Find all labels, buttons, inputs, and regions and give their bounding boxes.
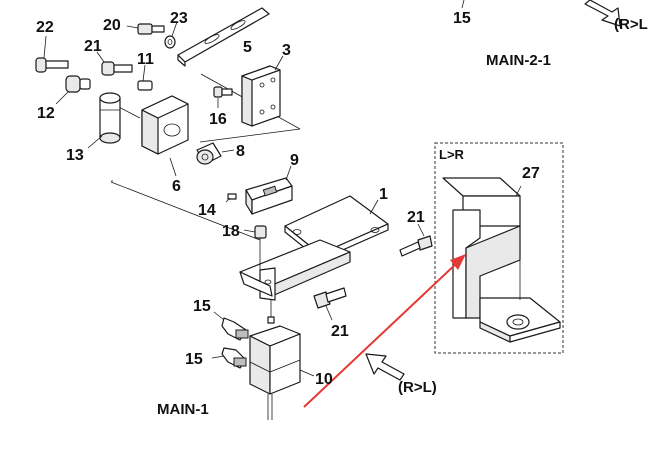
callout-21-left: 21 [84,38,102,55]
r-to-l-arrow-top [584,0,621,27]
part-5-slotted-bar [177,7,270,67]
callout-9: 9 [290,152,299,169]
part-3-plate [241,55,284,127]
callout-22: 22 [36,19,54,36]
lr-detail-box [434,142,564,354]
main-1-label: MAIN-1 [157,401,209,418]
callout-21-lower: 21 [331,323,349,340]
callout-6: 6 [172,178,181,195]
part-8-bushing [196,142,235,165]
l-to-r-label: L>R [439,147,465,162]
callout-10: 10 [315,371,333,388]
callout-16: 16 [209,111,227,128]
callout-18: 18 [222,223,240,240]
part-11-pin [137,64,153,91]
part-9-sensor [245,165,293,215]
part-20-screw [126,23,165,35]
r-to-l-label-main: (R>L) [398,379,437,396]
callout-15-upper: 15 [193,298,211,315]
part-16-screw [213,86,233,108]
main-2-1-fragment: 15 (R>L MAIN-2-1 [453,0,648,69]
main-2-1-label: MAIN-2-1 [486,52,551,69]
callout-1: 1 [379,186,388,203]
part-12-nut [55,75,91,105]
part-14-screw [225,193,237,203]
callout-5: 5 [243,39,252,56]
r-to-l-label-top: (R>L [614,16,648,33]
part-21-screw-right [399,223,433,257]
part-18-screw [243,225,267,270]
part-23-washer [164,21,178,49]
callout-20: 20 [103,17,121,34]
callout-13: 13 [66,147,84,164]
callout-27: 27 [522,165,540,182]
part-21-screw-lower [313,287,347,321]
callout-12: 12 [37,105,55,122]
callout-15-lower: 15 [185,351,203,368]
part-21-screw-left [96,51,133,76]
part-6-block [141,95,189,177]
callout-3: 3 [282,42,291,59]
callout-23: 23 [170,10,188,27]
part-15-fitting-upper [213,311,249,341]
callout-11: 11 [137,51,154,68]
callout-numbers: 22 20 23 5 3 21 11 12 16 13 8 6 9 1 14 2… [36,10,540,388]
part-13-cylinder [87,92,121,149]
r-to-l-arrow-main [365,353,405,381]
callout-8: 8 [236,143,245,160]
callout-15-top: 15 [453,10,471,27]
callout-21-right: 21 [407,209,425,226]
red-indicator-arrow [303,254,466,408]
part-15-fitting-lower [211,347,247,369]
part-22-screw [35,35,69,73]
part-1-bracket [239,195,389,301]
part-10-air-cylinder [249,300,315,420]
callout-14: 14 [198,202,216,219]
